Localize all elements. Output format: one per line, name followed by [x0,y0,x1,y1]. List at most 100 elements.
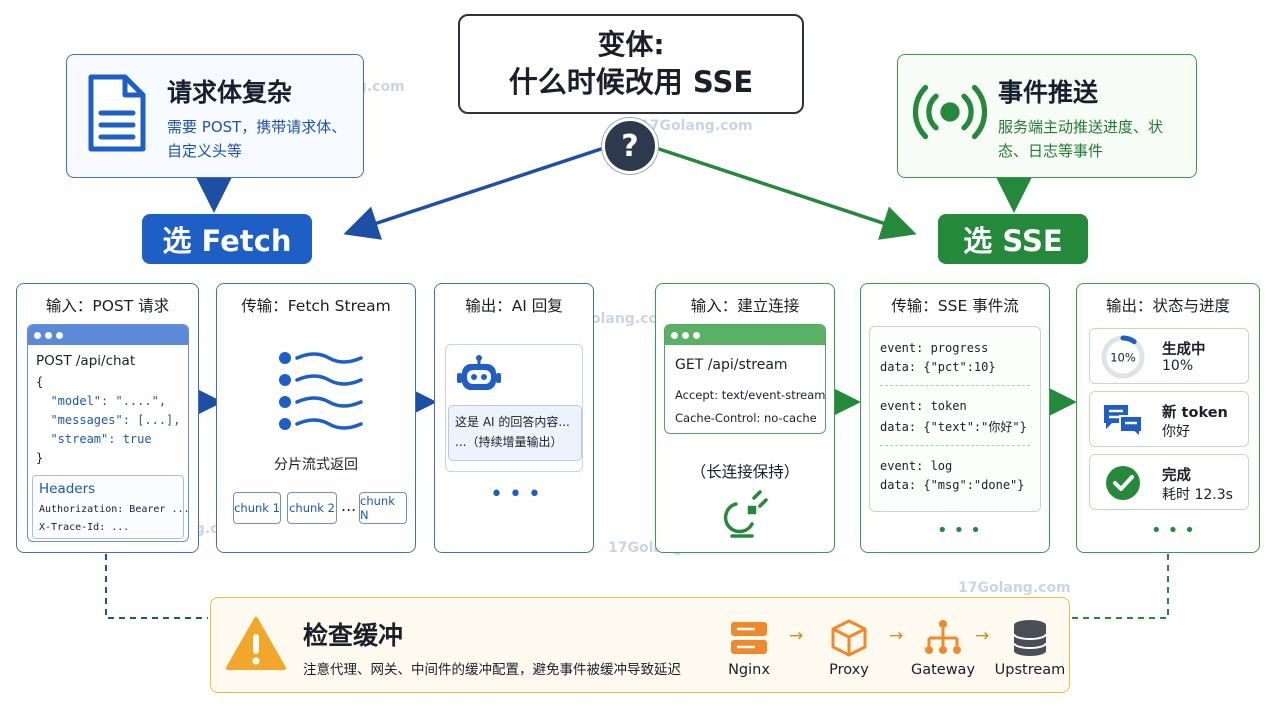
header-trace-id: X-Trace-Id: ... [39,522,130,533]
event-data: data: {"pct":10} [880,360,996,374]
event-data: data: {"text":"你好"} [880,420,1027,434]
status-title: 完成 [1162,468,1191,484]
chain-label: Proxy [829,662,869,678]
buffer-warning-box: 检查缓冲 注意代理、网关、中间件的缓冲配置，避免事件被缓冲导致延迟 Nginx … [210,597,1070,693]
sse-input-panel: 输入：建立连接 GET /api/stream Accept: text/eve… [655,283,835,553]
headers-box: Headers Authorization: Bearer ... X-Trac… [32,475,188,539]
event-separator [880,385,1030,386]
complex-body-card: 请求体复杂 需要 POST，携带请求体、自定义头等 [66,54,364,178]
server-icon [731,622,767,654]
reply-window: 这是 AI 的回答内容... ...（持续增量输出） [445,344,583,472]
request-window: GET /api/stream Accept: text/event-strea… [664,324,826,434]
more-dots: ••• [1151,520,1201,541]
status-done: 完成 耗时 12.3s [1089,454,1249,510]
window-bar [665,325,825,345]
panel-title: 输出：AI 回复 [465,297,563,315]
network-icon [925,620,961,654]
title-line-1: 变体: [597,28,665,61]
accept-header: Accept: text/event-stream [675,388,826,402]
title-box: 变体: 什么时候改用 SSE [458,14,804,114]
warning-description: 注意代理、网关、中间件的缓冲配置，避免事件被缓冲导致延迟 [303,662,681,678]
event-push-card: 事件推送 服务端主动推送进度、状态、日志等事件 [897,54,1197,178]
card-description: 需要 POST，携带请求体、自定义头等 [167,118,347,160]
fetch-input-panel: 输入：POST 请求 POST /api/chat { "model": "..… [16,283,199,553]
status-token: 新 token 你好 [1089,391,1249,447]
code-line: "model": "....", [36,394,167,408]
panel-title: 输入：POST 请求 [45,297,170,315]
robot-icon [457,355,501,390]
check-circle-icon [1106,466,1140,500]
reply-line: ...（持续增量输出） [455,435,563,449]
event-separator [880,445,1030,446]
chunk-item: chunk 1 [233,492,281,524]
header-authorization: Authorization: Bearer ... [39,504,189,515]
document-icon [88,74,146,152]
code-line: } [36,451,44,465]
watermark: 17Golang.com [640,118,753,134]
code-line: "stream": true [36,432,152,446]
chain-label: Upstream [994,662,1066,678]
chain-node-upstream: Upstream [994,616,1066,686]
keep-alive-note: （长连接保持） [690,463,800,481]
choose-fetch-badge: 选 Fetch [142,214,312,264]
chunk-item: chunk 2 [287,492,337,524]
reply-line: 这是 AI 的回答内容... [455,415,570,429]
question-icon: ? [602,118,658,174]
chain-arrow: → [789,626,804,646]
fetch-output-panel: 输出：AI 回复 这是 AI 的回答内容... ...（持续增量输出） ••• [434,283,594,553]
reply-bubble: 这是 AI 的回答内容... ...（持续增量输出） [448,405,582,461]
choose-sse-badge: 选 SSE [938,214,1088,264]
cache-control-header: Cache-Control: no-cache [675,411,817,425]
status-detail: 耗时 12.3s [1162,487,1233,503]
panel-title: 输出：状态与进度 [1105,297,1230,315]
warning-title: 检查缓冲 [303,621,404,650]
status-detail: 你好 [1162,424,1190,440]
event-name: event: token [880,399,967,413]
chain-label: Gateway [910,662,976,678]
cube-icon [831,619,867,657]
chain-node-proxy: Proxy [813,616,885,686]
status-detail: 10% [1162,358,1194,374]
chunk-ellipsis: ... [341,496,357,515]
sse-output-panel: 输出：状态与进度 10% 生成中 10% 新 token 你好 完成 耗时 12… [1076,283,1260,553]
chain-arrow: → [975,626,990,646]
code-line: { [36,375,44,389]
panel-title: 输入：建立连接 [690,297,800,315]
panel-title: 传输：Fetch Stream [241,297,391,315]
more-dots: ••• [490,482,547,507]
stream-label: 分片流式返回 [274,457,358,473]
watermark: 17Golang.com [958,580,1071,596]
chunk-row: chunk 1 chunk 2 ... chunk N [227,492,407,524]
fetch-transfer-panel: 传输：Fetch Stream 分片流式返回 chunk 1 chunk 2 .… [216,283,416,553]
window-bar [28,325,188,345]
code-window: POST /api/chat { "model": "....", "messa… [27,324,189,542]
code-line: "messages": [...], [36,413,181,427]
chunk-item: chunk N [359,492,407,524]
panel-title: 传输：SSE 事件流 [891,297,1019,315]
event-name: event: progress [880,341,989,355]
event-name: event: log [880,459,953,473]
sse-transfer-panel: 传输：SSE 事件流 event: progress data: {"pct":… [860,283,1050,553]
status-progress: 10% 生成中 10% [1089,328,1249,384]
card-description: 服务端主动推送进度、状态、日志等事件 [998,118,1164,160]
progress-ring-icon: 10% [1101,335,1145,379]
card-heading: 事件推送 [998,78,1099,107]
broadcast-icon [912,84,988,140]
status-title: 生成中 [1162,342,1206,358]
warning-icon [226,617,286,670]
chain-label: Nginx [728,662,770,678]
status-title: 新 token [1162,405,1228,421]
stream-icon [279,352,363,430]
database-icon [1013,620,1047,656]
chain-node-nginx: Nginx [713,616,785,686]
card-heading: 请求体复杂 [167,78,293,107]
chain-arrow: → [889,626,904,646]
progress-ring-label: 10% [1110,351,1136,365]
request-line: GET /api/stream [675,357,788,373]
request-line: POST /api/chat [36,353,136,369]
plug-icon [723,490,768,538]
event-stream-box: event: progress data: {"pct":10} event: … [869,326,1041,512]
chain-node-gateway: Gateway [907,616,979,686]
title-line-2: 什么时候改用 SSE [508,65,754,99]
event-data: data: {"msg":"done"} [880,478,1025,492]
